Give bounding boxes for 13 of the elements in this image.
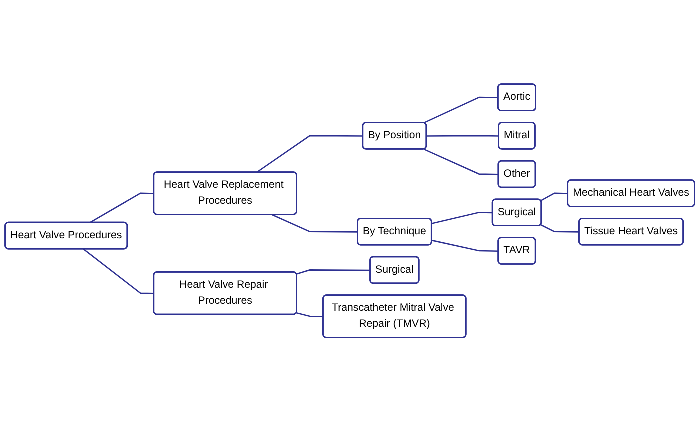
connector: [432, 240, 499, 252]
connector: [426, 135, 500, 137]
connector: [296, 270, 371, 275]
connector: [424, 148, 499, 176]
connector: [296, 312, 324, 318]
connector: [90, 192, 154, 224]
connector: [540, 192, 568, 202]
connector: [256, 135, 364, 174]
connector: [272, 214, 358, 233]
connector: [424, 96, 498, 124]
connector: [432, 212, 493, 224]
connector: [83, 248, 154, 294]
connector: [540, 224, 580, 233]
